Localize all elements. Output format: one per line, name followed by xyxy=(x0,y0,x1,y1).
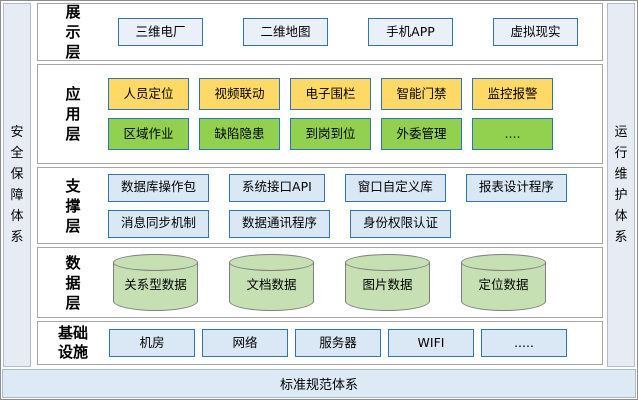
diagram-box: WIFI xyxy=(388,329,474,357)
diagram-box: 网络 xyxy=(202,329,288,357)
cylinder-top-ellipse xyxy=(345,254,430,271)
diagram-box: 监控报警 xyxy=(472,78,553,110)
diagram-box: 区域作业 xyxy=(108,118,189,150)
standards-pillar-label: 标准规范体系 xyxy=(279,378,358,393)
layer-row: 区域作业缺陷隐患到岗到位外委管理.... xyxy=(108,118,602,150)
layer-row: 消息同步机制数据通讯程序身份权限认证 xyxy=(108,209,602,238)
database-cylinder: 定位数据 xyxy=(461,254,546,311)
layer-label: 应用层 xyxy=(38,65,108,163)
cylinder-label: 定位数据 xyxy=(478,277,529,292)
database-cylinder: 文档数据 xyxy=(229,254,314,311)
diagram-box: 缺陷隐患 xyxy=(199,118,280,150)
diagram-box: 视频联动 xyxy=(199,78,280,110)
layer-label-text: 应用层 xyxy=(65,85,81,143)
layer-label-text: 数据层 xyxy=(65,253,81,312)
diagram-box: 到岗到位 xyxy=(290,118,371,150)
database-cylinder: 关系型数据 xyxy=(113,254,198,311)
layer-application: 应用层人员定位视频联动电子围栏智能门禁监控报警区域作业缺陷隐患到岗到位外委管理.… xyxy=(37,64,603,164)
diagram-box: 系统接口API xyxy=(229,173,325,202)
standards-pillar: 标准规范体系 xyxy=(2,369,636,398)
cylinder-label: 图片数据 xyxy=(362,277,413,292)
layer-label-text: 基础设施 xyxy=(57,324,88,361)
diagram-box: 电子围栏 xyxy=(290,78,371,110)
diagram-box: 消息同步机制 xyxy=(108,209,210,238)
operations-pillar-label: 运行维护体系 xyxy=(614,125,628,245)
layer-presentation: 展示层 三维电厂 二维地图 手机APP 虚拟现实 xyxy=(37,3,603,61)
layer-label-text: 支撑层 xyxy=(65,176,81,235)
diagram-box: 虚拟现实 xyxy=(493,18,578,46)
layer-row: 数据库操作包系统接口API 窗口自定义库报表设计程序 xyxy=(108,173,602,202)
layer-support: 支撑层 数据库操作包系统接口API 窗口自定义库报表设计程序消息同步机制数据通讯程序… xyxy=(37,167,603,244)
diagram-box: 外委管理 xyxy=(381,118,462,150)
diagram-box: 机房 xyxy=(109,329,195,357)
layer-label: 支撑层 xyxy=(38,168,108,243)
diagram-box: ..... xyxy=(481,329,567,357)
layer-label: 基础设施 xyxy=(38,322,108,364)
layer-stack: 展示层 三维电厂 二维地图 手机APP 虚拟现实应用层 人员定位视频联动电子围栏智能门禁监… xyxy=(37,3,603,365)
cylinder-top-ellipse xyxy=(461,254,546,271)
diagram-box: 窗口自定义库 xyxy=(344,173,446,202)
diagram-box: 二维地图 xyxy=(243,18,328,46)
operations-pillar: 运行维护体系 xyxy=(607,3,635,367)
cylinder-top-ellipse xyxy=(113,254,198,271)
security-pillar: 安全保障体系 xyxy=(3,3,31,367)
diagram-box: 手机APP xyxy=(368,18,453,46)
security-pillar-label: 安全保障体系 xyxy=(10,125,24,245)
diagram-box: 报表设计程序 xyxy=(465,173,567,202)
layer-row: 人员定位视频联动电子围栏智能门禁监控报警 xyxy=(108,78,602,110)
cylinder-label: 关系型数据 xyxy=(124,277,187,292)
diagram-box: 数据库操作包 xyxy=(108,173,210,202)
cylinder-label: 文档数据 xyxy=(246,277,297,292)
layer-label: 展示层 xyxy=(38,3,108,61)
layer-data: 数据层 关系型数据 文档数据 图片数据 定位数据 xyxy=(37,247,603,318)
diagram-box: 智能门禁 xyxy=(381,78,462,110)
diagram-box: 数据通讯程序 xyxy=(229,209,331,238)
diagram-box: 服务器 xyxy=(295,329,381,357)
layer-row: 三维电厂 二维地图 手机APP 虚拟现实 xyxy=(108,18,602,46)
diagram-box: .... xyxy=(472,118,553,150)
diagram-box: 人员定位 xyxy=(108,78,189,110)
diagram-box: 三维电厂 xyxy=(118,18,203,46)
layer-label: 数据层 xyxy=(38,248,108,317)
diagram-box: 身份权限认证 xyxy=(350,209,452,238)
layer-label-text: 展示层 xyxy=(65,3,81,61)
layer-row: 关系型数据 文档数据 图片数据 定位数据 xyxy=(108,254,602,311)
cylinder-top-ellipse xyxy=(229,254,314,271)
database-cylinder: 图片数据 xyxy=(345,254,430,311)
